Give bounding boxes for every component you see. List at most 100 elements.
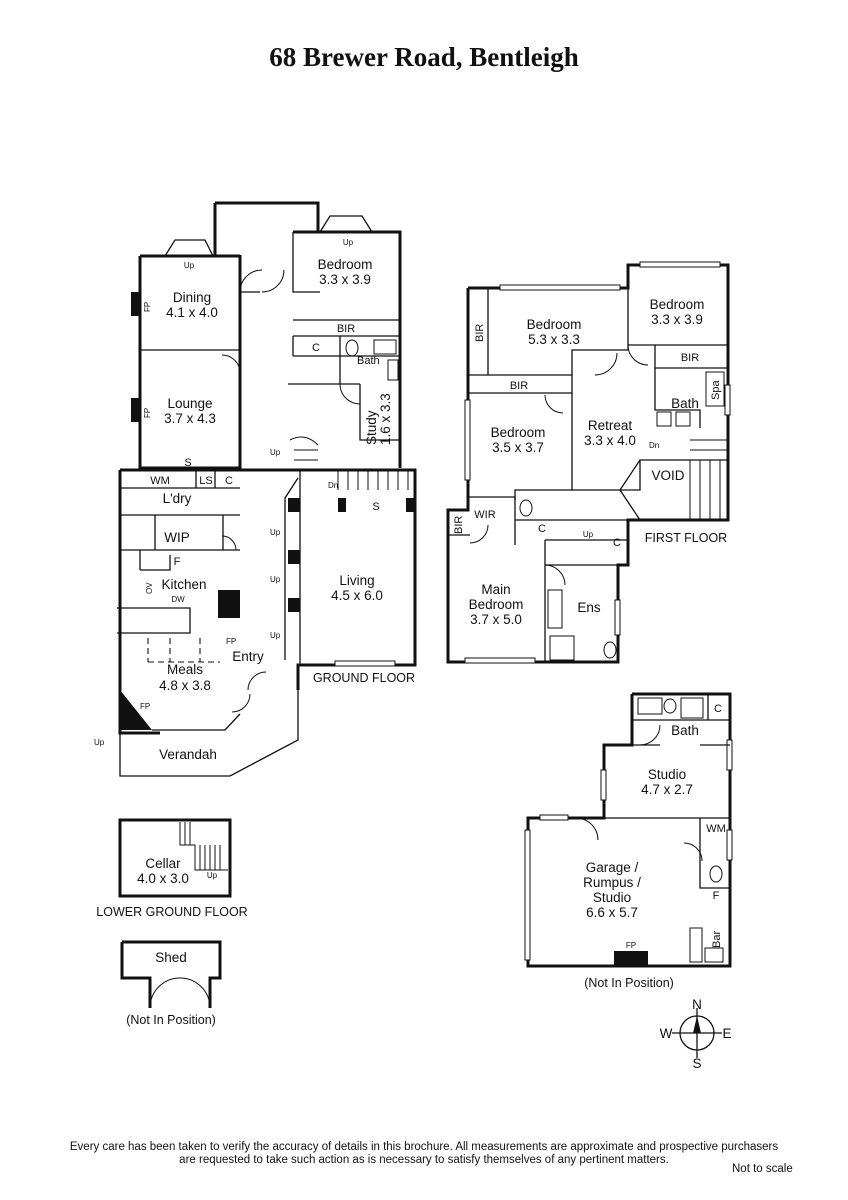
bir-ground-label: BIR (337, 323, 355, 335)
dining-label: Dining (173, 290, 211, 305)
up-cellar-label: Up (207, 871, 218, 880)
meals-label: Meals (167, 662, 203, 677)
wip-label: WIP (164, 530, 190, 545)
compass-e: E (722, 1026, 731, 1041)
cellar-label: Cellar (145, 856, 181, 871)
up-first-label: Up (583, 530, 594, 539)
up-dining-label: Up (184, 261, 195, 270)
bir1-first-label: BIR (474, 324, 486, 342)
shed-note: (Not In Position) (126, 1013, 216, 1027)
garage-line3: Studio (593, 890, 631, 905)
living-dims: 4.5 x 6.0 (331, 588, 383, 603)
wm-outbuilding-label: WM (706, 823, 726, 835)
up-entry3-label: Up (270, 631, 281, 640)
bedroom3-first-dims: 3.5 x 3.7 (492, 440, 544, 455)
ground-floor-label: GROUND FLOOR (313, 671, 415, 685)
bir2-first-label: BIR (510, 380, 528, 392)
disclaimer: Every care has been taken to verify the … (0, 1141, 848, 1167)
verandah-label: Verandah (159, 747, 217, 762)
main-bedroom-label1: Main (481, 582, 510, 597)
shed: Shed (Not In Position) (120, 940, 222, 1027)
first-floor: Bedroom 5.3 x 3.3 Bedroom 3.3 x 3.9 Bedr… (446, 261, 731, 664)
shed-label: Shed (155, 950, 187, 965)
fridge-outbuilding-label: F (713, 890, 720, 902)
ground-floor: Bedroom 3.3 x 3.9 Dining 4.1 x 4.0 Loung… (94, 201, 417, 777)
wir-label: WIR (474, 509, 495, 521)
dw-label: DW (171, 595, 185, 604)
ls-label: LS (199, 475, 212, 487)
outbuilding: Bath Studio 4.7 x 2.7 Garage / Rumpus / … (524, 692, 733, 990)
bedroom1-first-label: Bedroom (527, 317, 582, 332)
fireplace-dining (131, 292, 140, 316)
studio-label: Studio (648, 767, 686, 782)
wm-ground-label: WM (150, 475, 170, 487)
lounge-dims: 3.7 x 4.3 (164, 411, 216, 426)
garage-dims: 6.6 x 5.7 (586, 905, 638, 920)
lower-ground-floor: Cellar 4.0 x 3.0 Up LOWER GROUND FLOOR (96, 818, 248, 919)
fp-meals-label: FP (140, 702, 150, 711)
compass-s: S (692, 1056, 701, 1071)
main-bedroom-dims: 3.7 x 5.0 (470, 612, 522, 627)
bedroom1-first-dims: 5.3 x 3.3 (528, 332, 580, 347)
bir3-first-label: BIR (681, 352, 699, 364)
kitchen-label: Kitchen (161, 577, 206, 592)
bedroom-ground-dims: 3.3 x 3.9 (319, 272, 371, 287)
main-bedroom-label2: Bedroom (469, 597, 524, 612)
cellar-dims: 4.0 x 3.0 (137, 871, 189, 886)
disclaimer-line1: Every care has been taken to verify the … (69, 1141, 779, 1153)
shelf-lounge-label: S (184, 457, 191, 469)
lounge-label: Lounge (167, 396, 212, 411)
bedroom-ground-label: Bedroom (318, 257, 373, 272)
compass-w: W (660, 1026, 673, 1041)
fp-lounge-label: FP (143, 408, 152, 418)
retreat-label: Retreat (588, 418, 633, 433)
closet-ground-label: C (312, 342, 320, 354)
bedroom2-first-dims: 3.3 x 3.9 (651, 312, 703, 327)
compass-n: N (692, 997, 702, 1012)
dn-first-label: Dn (649, 441, 659, 450)
fp-kitchen-label: FP (226, 637, 236, 646)
closet-first1-label: C (538, 523, 546, 535)
fridge-ground-label: F (174, 556, 181, 568)
void-label: VOID (651, 468, 684, 483)
study-label: Study (364, 410, 379, 445)
fireplace-meals (120, 690, 152, 730)
outbuilding-note: (Not In Position) (584, 976, 674, 990)
fireplace-lounge (131, 398, 140, 422)
closet-outbuilding-label: C (714, 703, 722, 715)
retreat-dims: 3.3 x 4.0 (584, 433, 636, 448)
bath-outbuilding-label: Bath (671, 723, 699, 738)
fp-dining-label: FP (143, 302, 152, 312)
disclaimer-line2: are requested to take such action as is … (179, 1154, 669, 1166)
up-entry2-label: Up (270, 575, 281, 584)
shelf-living-label: S (372, 501, 379, 513)
laundry-label: L'dry (163, 491, 192, 506)
bedroom3-first-label: Bedroom (491, 425, 546, 440)
spa-label: Spa (710, 380, 722, 400)
studio-dims: 4.7 x 2.7 (641, 782, 693, 797)
compass: N S E W (660, 997, 732, 1071)
scale-note: Not to scale (732, 1163, 793, 1175)
kitchen-appliance-block (218, 590, 240, 618)
plan-title: 68 Brewer Road, Bentleigh (269, 42, 579, 72)
living-label: Living (339, 573, 374, 588)
meals-dims: 4.8 x 3.8 (159, 678, 211, 693)
entry-label: Entry (232, 649, 264, 664)
closet-first2-label: C (613, 537, 621, 549)
garage-line2: Rumpus / (583, 875, 641, 890)
bar-label: Bar (711, 931, 723, 948)
study-dims: 1.6 x 3.3 (378, 393, 393, 445)
ov-label: OV (145, 582, 154, 594)
first-floor-label: FIRST FLOOR (645, 531, 727, 545)
bath-ground-label: Bath (357, 355, 380, 367)
fp-garage-label: FP (626, 941, 636, 950)
lower-ground-floor-label: LOWER GROUND FLOOR (96, 905, 247, 919)
garage-line1: Garage / (586, 860, 639, 875)
up-bedroom-label: Up (343, 238, 354, 247)
up-stair-label: Up (270, 448, 281, 457)
dn-living-label: Dn (328, 481, 338, 490)
bedroom2-first-label: Bedroom (650, 297, 705, 312)
up-entry1-label: Up (270, 528, 281, 537)
ens-label: Ens (577, 600, 601, 615)
